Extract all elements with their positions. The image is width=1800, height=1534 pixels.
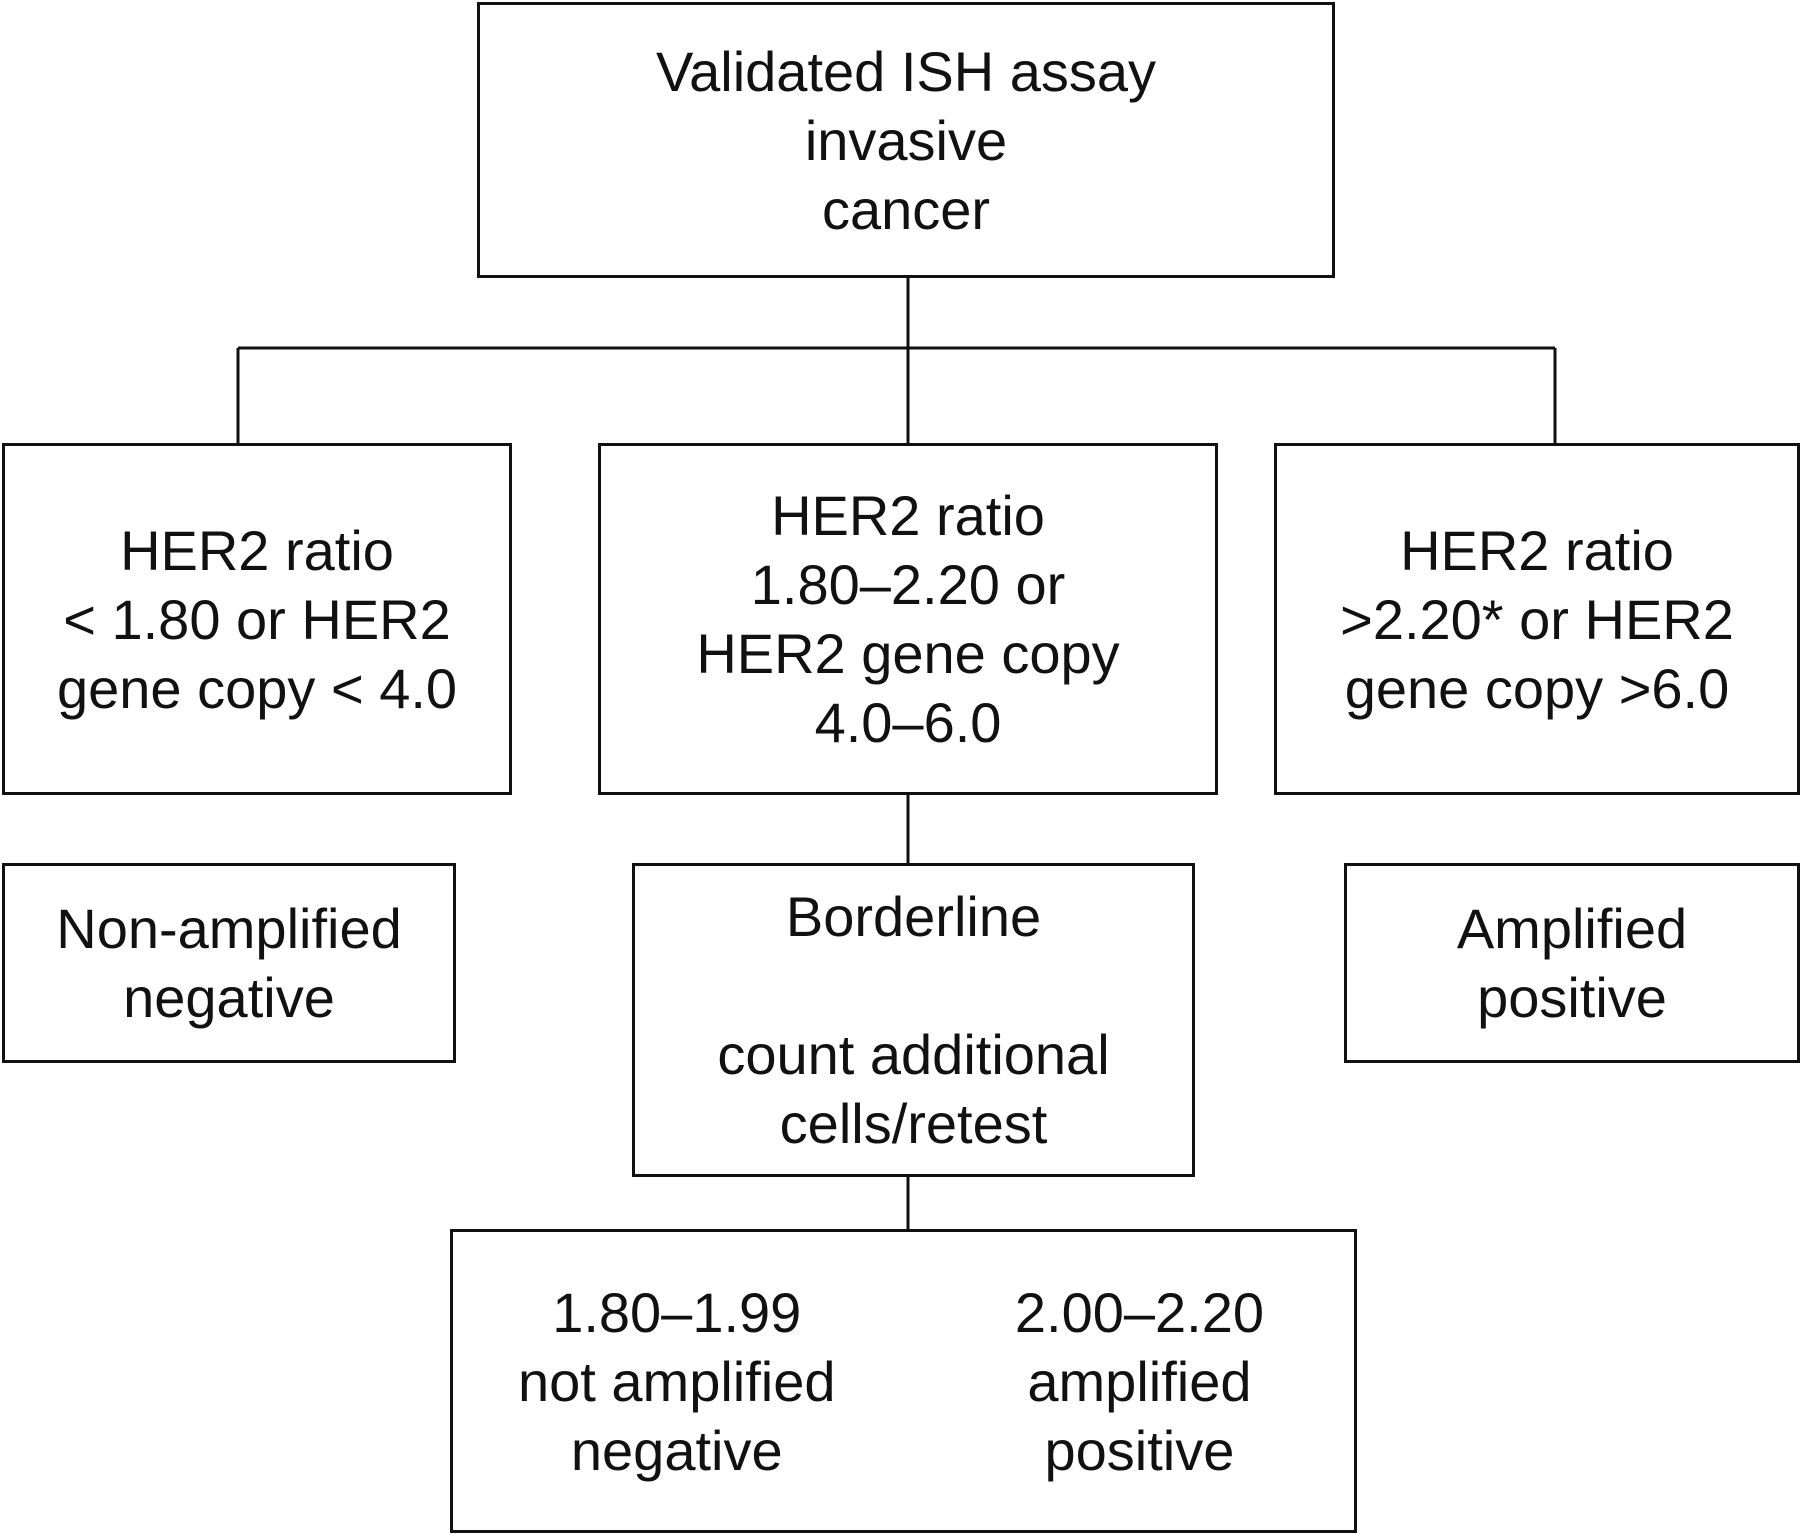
right-criteria-line: HER2 ratio xyxy=(1400,518,1674,582)
right-result-box: Amplified positive xyxy=(1344,863,1800,1063)
root-node-box: Validated ISH assay invasive cancer xyxy=(477,2,1335,278)
right-result-line: Amplified xyxy=(1456,897,1688,960)
middle-criteria-line: HER2 ratio xyxy=(771,484,1045,547)
borderline-box: Borderline count additional cells/retest xyxy=(632,863,1195,1177)
root-line: invasive xyxy=(804,108,1008,172)
left-criteria-line: < 1.80 or HER2 xyxy=(63,587,451,651)
retest-positive-column: 2.00–2.20 amplified positive xyxy=(1015,1278,1264,1485)
right-criteria-line: >2.20* or HER2 xyxy=(1340,587,1734,651)
retest-negative-column: 1.80–1.99 not amplified negative xyxy=(518,1278,836,1485)
middle-criteria-line: 1.80–2.20 or xyxy=(750,553,1066,616)
right-result-line: positive xyxy=(1477,966,1667,1029)
middle-criteria-box: HER2 ratio 1.80–2.20 or HER2 gene copy 4… xyxy=(598,443,1218,795)
root-line: Validated ISH assay xyxy=(655,39,1157,103)
right-criteria-box: HER2 ratio >2.20* or HER2 gene copy >6.0 xyxy=(1274,443,1800,795)
retest-positive-line: positive xyxy=(1044,1418,1235,1482)
root-line: cancer xyxy=(821,177,991,241)
left-criteria-box: HER2 ratio < 1.80 or HER2 gene copy < 4.… xyxy=(2,443,512,795)
borderline-title: Borderline xyxy=(785,885,1042,948)
retest-negative-line: negative xyxy=(570,1418,783,1482)
retest-positive-line: 2.00–2.20 xyxy=(1014,1280,1264,1344)
left-criteria-line: HER2 ratio xyxy=(120,518,394,582)
left-result-box: Non-amplified negative xyxy=(2,863,456,1063)
borderline-line: cells/retest xyxy=(779,1092,1048,1155)
left-result-line: Non-amplified xyxy=(56,897,402,960)
borderline-line: count additional xyxy=(717,1023,1110,1086)
middle-criteria-line: 4.0–6.0 xyxy=(814,691,1002,754)
middle-criteria-line: HER2 gene copy xyxy=(696,622,1120,685)
retest-negative-line: not amplified xyxy=(518,1349,836,1413)
retest-negative-line: 1.80–1.99 xyxy=(552,1280,802,1344)
left-result-line: negative xyxy=(123,966,335,1029)
retest-outcome-box: 1.80–1.99 not amplified negative 2.00–2.… xyxy=(450,1229,1357,1533)
left-criteria-line: gene copy < 4.0 xyxy=(56,656,458,720)
right-criteria-line: gene copy >6.0 xyxy=(1344,656,1730,720)
retest-positive-line: amplified xyxy=(1027,1349,1252,1413)
